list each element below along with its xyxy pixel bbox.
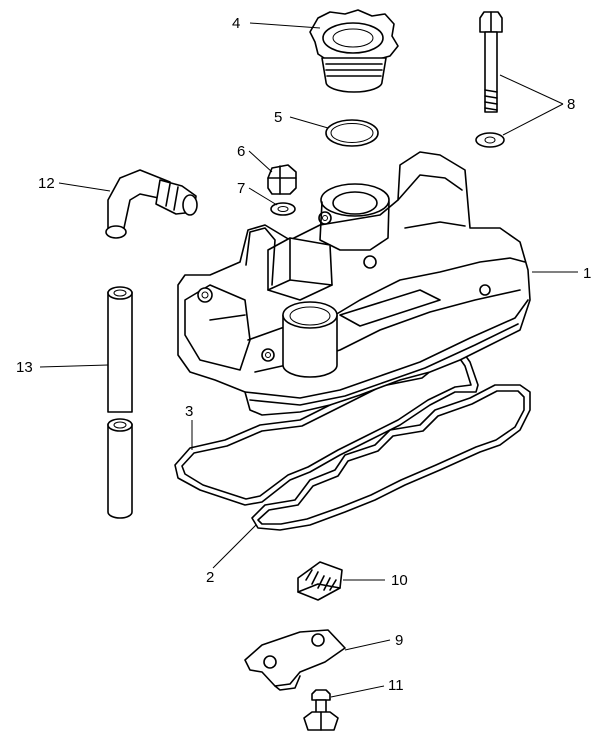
part-4-filler-cap — [309, 9, 399, 93]
part-7-washer — [270, 202, 296, 216]
callout-2: 2 — [206, 569, 214, 586]
part-9-bracket-plate — [244, 629, 346, 691]
callout-10: 10 — [391, 572, 408, 589]
part-10-spring-clip — [297, 561, 343, 601]
callout-7: 7 — [237, 180, 245, 197]
part-8-long-bolt — [475, 11, 505, 148]
callout-4: 4 — [232, 15, 240, 32]
callout-6: 6 — [237, 143, 245, 160]
callout-3: 3 — [185, 403, 193, 420]
callout-9: 9 — [395, 632, 403, 649]
callout-1: 1 — [583, 265, 591, 282]
part-3-outer-gasket — [174, 347, 479, 506]
callout-12: 12 — [38, 175, 55, 192]
part-5-o-ring — [325, 119, 379, 147]
part-11-screw — [303, 689, 339, 731]
part-1-valve-cover — [177, 151, 531, 416]
callout-13: 13 — [16, 359, 33, 376]
callout-8: 8 — [567, 96, 575, 113]
leader-lines — [39, 22, 578, 698]
part-12-elbow-fitting — [105, 169, 198, 239]
part-2-inner-gasket — [251, 384, 531, 531]
callout-5: 5 — [274, 109, 282, 126]
callout-11: 11 — [388, 677, 404, 694]
part-13-hose — [107, 286, 133, 519]
part-6-cap-nut — [267, 164, 297, 195]
callout-labels: 4 5 6 7 8 1 12 13 3 2 10 9 11 — [16, 15, 591, 694]
